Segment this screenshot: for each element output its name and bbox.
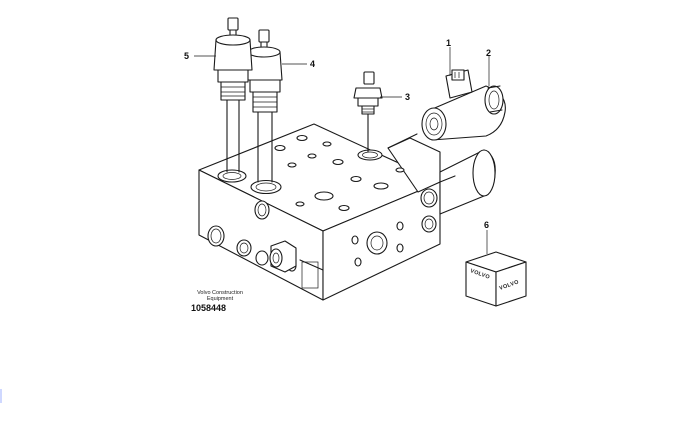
solenoid-valve-cylinder [439, 149, 496, 215]
leader-lines [194, 47, 490, 254]
callout-2: 2 [486, 48, 491, 58]
callout-6: 6 [484, 220, 489, 230]
solenoid-coil [387, 69, 506, 149]
pressure-switch [353, 71, 383, 153]
sensor-5 [213, 17, 253, 173]
drawing-reference-number: 1058448 [191, 303, 227, 313]
manufacturer-credit: Volvo Construction Equipment [190, 290, 250, 302]
callout-3: 3 [405, 92, 410, 102]
credit-line-2: Equipment [206, 296, 234, 302]
callout-5: 5 [184, 51, 189, 61]
credit-line-1: Volvo Construction [197, 290, 243, 296]
valve-block [198, 123, 441, 301]
edge-marker [0, 389, 2, 403]
sensor-4 [245, 29, 283, 183]
callout-1: 1 [446, 38, 451, 48]
kit-box: VOLVO VOLVO [465, 251, 527, 307]
callout-4: 4 [310, 59, 315, 69]
